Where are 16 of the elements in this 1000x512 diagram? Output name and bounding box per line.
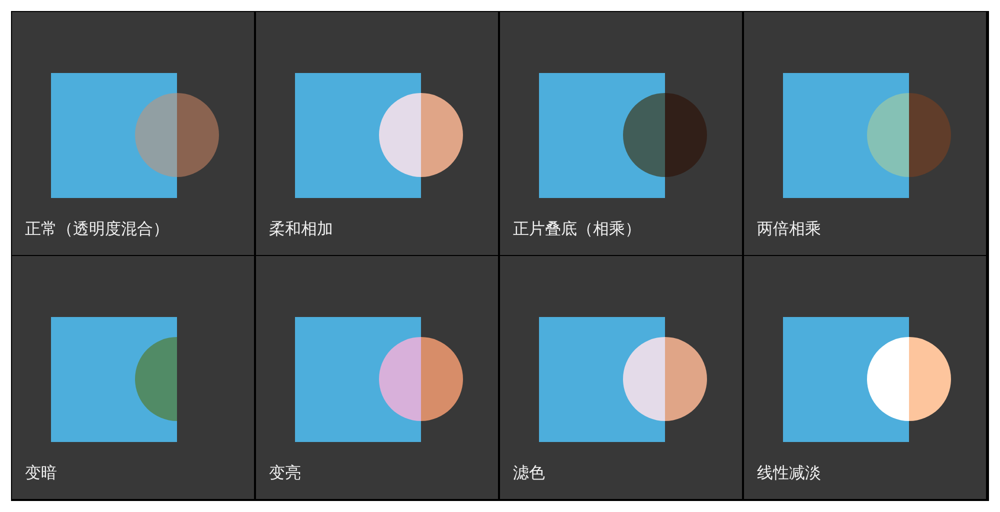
blend-mode-panel <box>500 256 742 499</box>
blend-mode-panel <box>256 256 498 499</box>
blend-mode-panel <box>744 12 986 255</box>
mode-label: 正片叠底（相乘） <box>513 219 641 239</box>
blend-mode-panel <box>744 256 986 499</box>
blend-mode-panel <box>256 12 498 255</box>
mode-label: 变暗 <box>25 463 57 483</box>
mode-label: 两倍相乘 <box>757 219 821 239</box>
mode-label: 柔和相加 <box>269 219 333 239</box>
mode-label: 正常（透明度混合） <box>25 219 169 239</box>
blend-mode-panel <box>500 12 742 255</box>
blend-mode-panel <box>12 12 254 255</box>
mode-label: 线性减淡 <box>757 463 821 483</box>
mode-label: 变亮 <box>269 463 301 483</box>
blend-mode-panel <box>12 256 254 499</box>
mode-label: 滤色 <box>513 463 545 483</box>
